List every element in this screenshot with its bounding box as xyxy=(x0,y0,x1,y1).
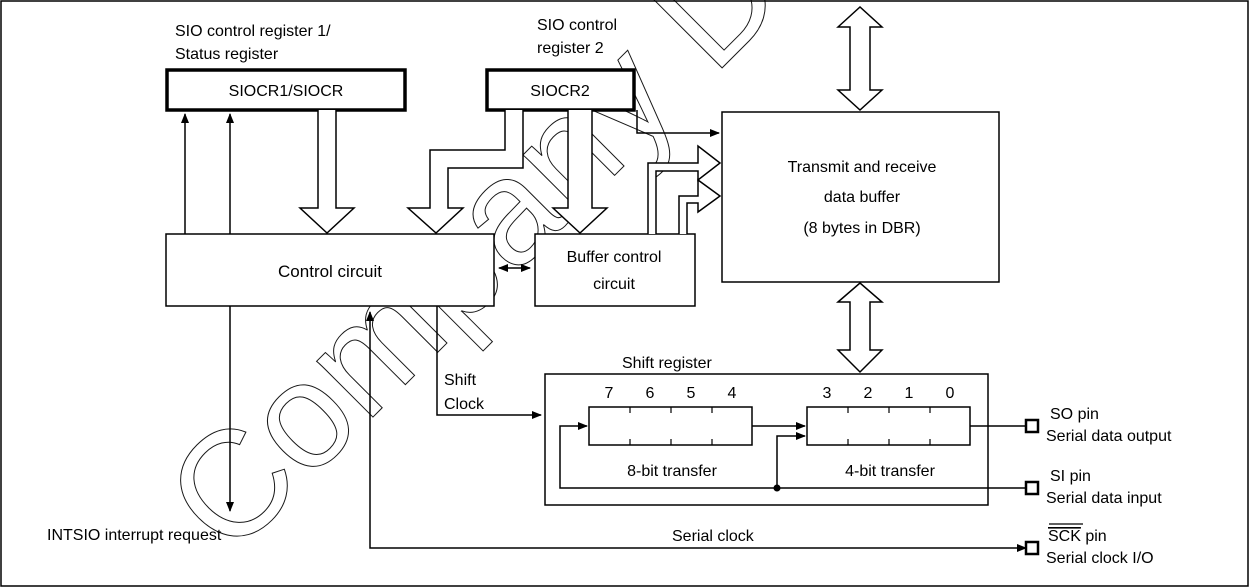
bus-arrow-top xyxy=(836,5,884,112)
bit-4: 4 xyxy=(728,385,737,402)
transfer-4bit-label: 4-bit transfer xyxy=(845,463,935,480)
bit-6: 6 xyxy=(646,385,655,402)
data-buffer-line2: data buffer xyxy=(824,189,901,206)
buffer-control-box xyxy=(534,233,696,307)
serial-clock-label: Serial clock xyxy=(672,528,755,545)
serial-clock-line xyxy=(366,311,1027,552)
siocr2-box xyxy=(485,68,636,112)
si-to-upper-nibble xyxy=(559,422,777,489)
so-pin-desc: Serial data output xyxy=(1046,428,1172,445)
siocr1-caption-line1: SIO control register 1/ xyxy=(175,23,331,40)
control-circuit-label: Control circuit xyxy=(278,262,382,281)
shift-register-label: Shift register xyxy=(622,355,712,372)
bit-7: 7 xyxy=(605,385,614,402)
buffer-control-line2: circuit xyxy=(593,276,635,293)
shift-clock-line1: Shift xyxy=(444,372,477,389)
si-pin-label: SI pin xyxy=(1050,468,1091,485)
si-pin-icon xyxy=(1024,480,1040,496)
siocr1-caption-line2: Status register xyxy=(175,46,279,63)
siocr2-box-label: SIOCR2 xyxy=(530,83,590,100)
buffer-control-to-buffer-arrow-1 xyxy=(647,144,722,234)
data-buffer-box xyxy=(721,111,1000,283)
sck-pin-name: SCK xyxy=(1048,528,1081,545)
bus-arrow-buffer-shift xyxy=(835,282,885,374)
bit-0: 0 xyxy=(946,385,955,402)
si-to-lower-nibble xyxy=(776,432,806,488)
siocr2-to-buffer-line xyxy=(636,110,720,137)
si-pin-desc: Serial data input xyxy=(1046,490,1162,507)
siocr1-to-control-arrow xyxy=(298,110,356,235)
transfer-8bit-label: 8-bit transfer xyxy=(627,463,717,480)
data-buffer-line3: (8 bytes in DBR) xyxy=(803,220,920,237)
so-pin-label: SO pin xyxy=(1050,406,1099,423)
control-circuit-box xyxy=(165,233,495,307)
shift-clock-line2: Clock xyxy=(444,396,485,413)
bit-2: 2 xyxy=(864,385,873,402)
buffer-control-line1: Buffer control xyxy=(567,249,662,266)
siocr2-caption-line2: register 2 xyxy=(537,40,604,57)
data-buffer-line1: Transmit and receive xyxy=(788,159,937,176)
siocr2-to-buffer-control-arrow xyxy=(551,110,609,235)
bit-5: 5 xyxy=(687,385,696,402)
bit-3: 3 xyxy=(823,385,832,402)
siocr2-to-control-arrow xyxy=(406,110,524,235)
intsio-label: INTSIO interrupt request xyxy=(47,527,222,544)
sck-pin-icon xyxy=(1024,540,1040,556)
siocr1-box-label: SIOCR1/SIOCR xyxy=(229,83,344,100)
register-lower-nibble xyxy=(806,406,971,446)
sck-pin-label: SCK pin xyxy=(1048,528,1107,545)
sck-pin-suffix: pin xyxy=(1081,528,1107,545)
buffer-control-to-buffer-arrow-2 xyxy=(678,178,722,234)
bit-1: 1 xyxy=(905,385,914,402)
so-pin-icon xyxy=(1024,418,1040,434)
shift-clock-line xyxy=(436,306,542,419)
siocr2-caption-line1: SIO control xyxy=(537,17,617,34)
sck-pin-desc: Serial clock I/O xyxy=(1046,550,1154,567)
siocr1-box xyxy=(165,68,407,112)
